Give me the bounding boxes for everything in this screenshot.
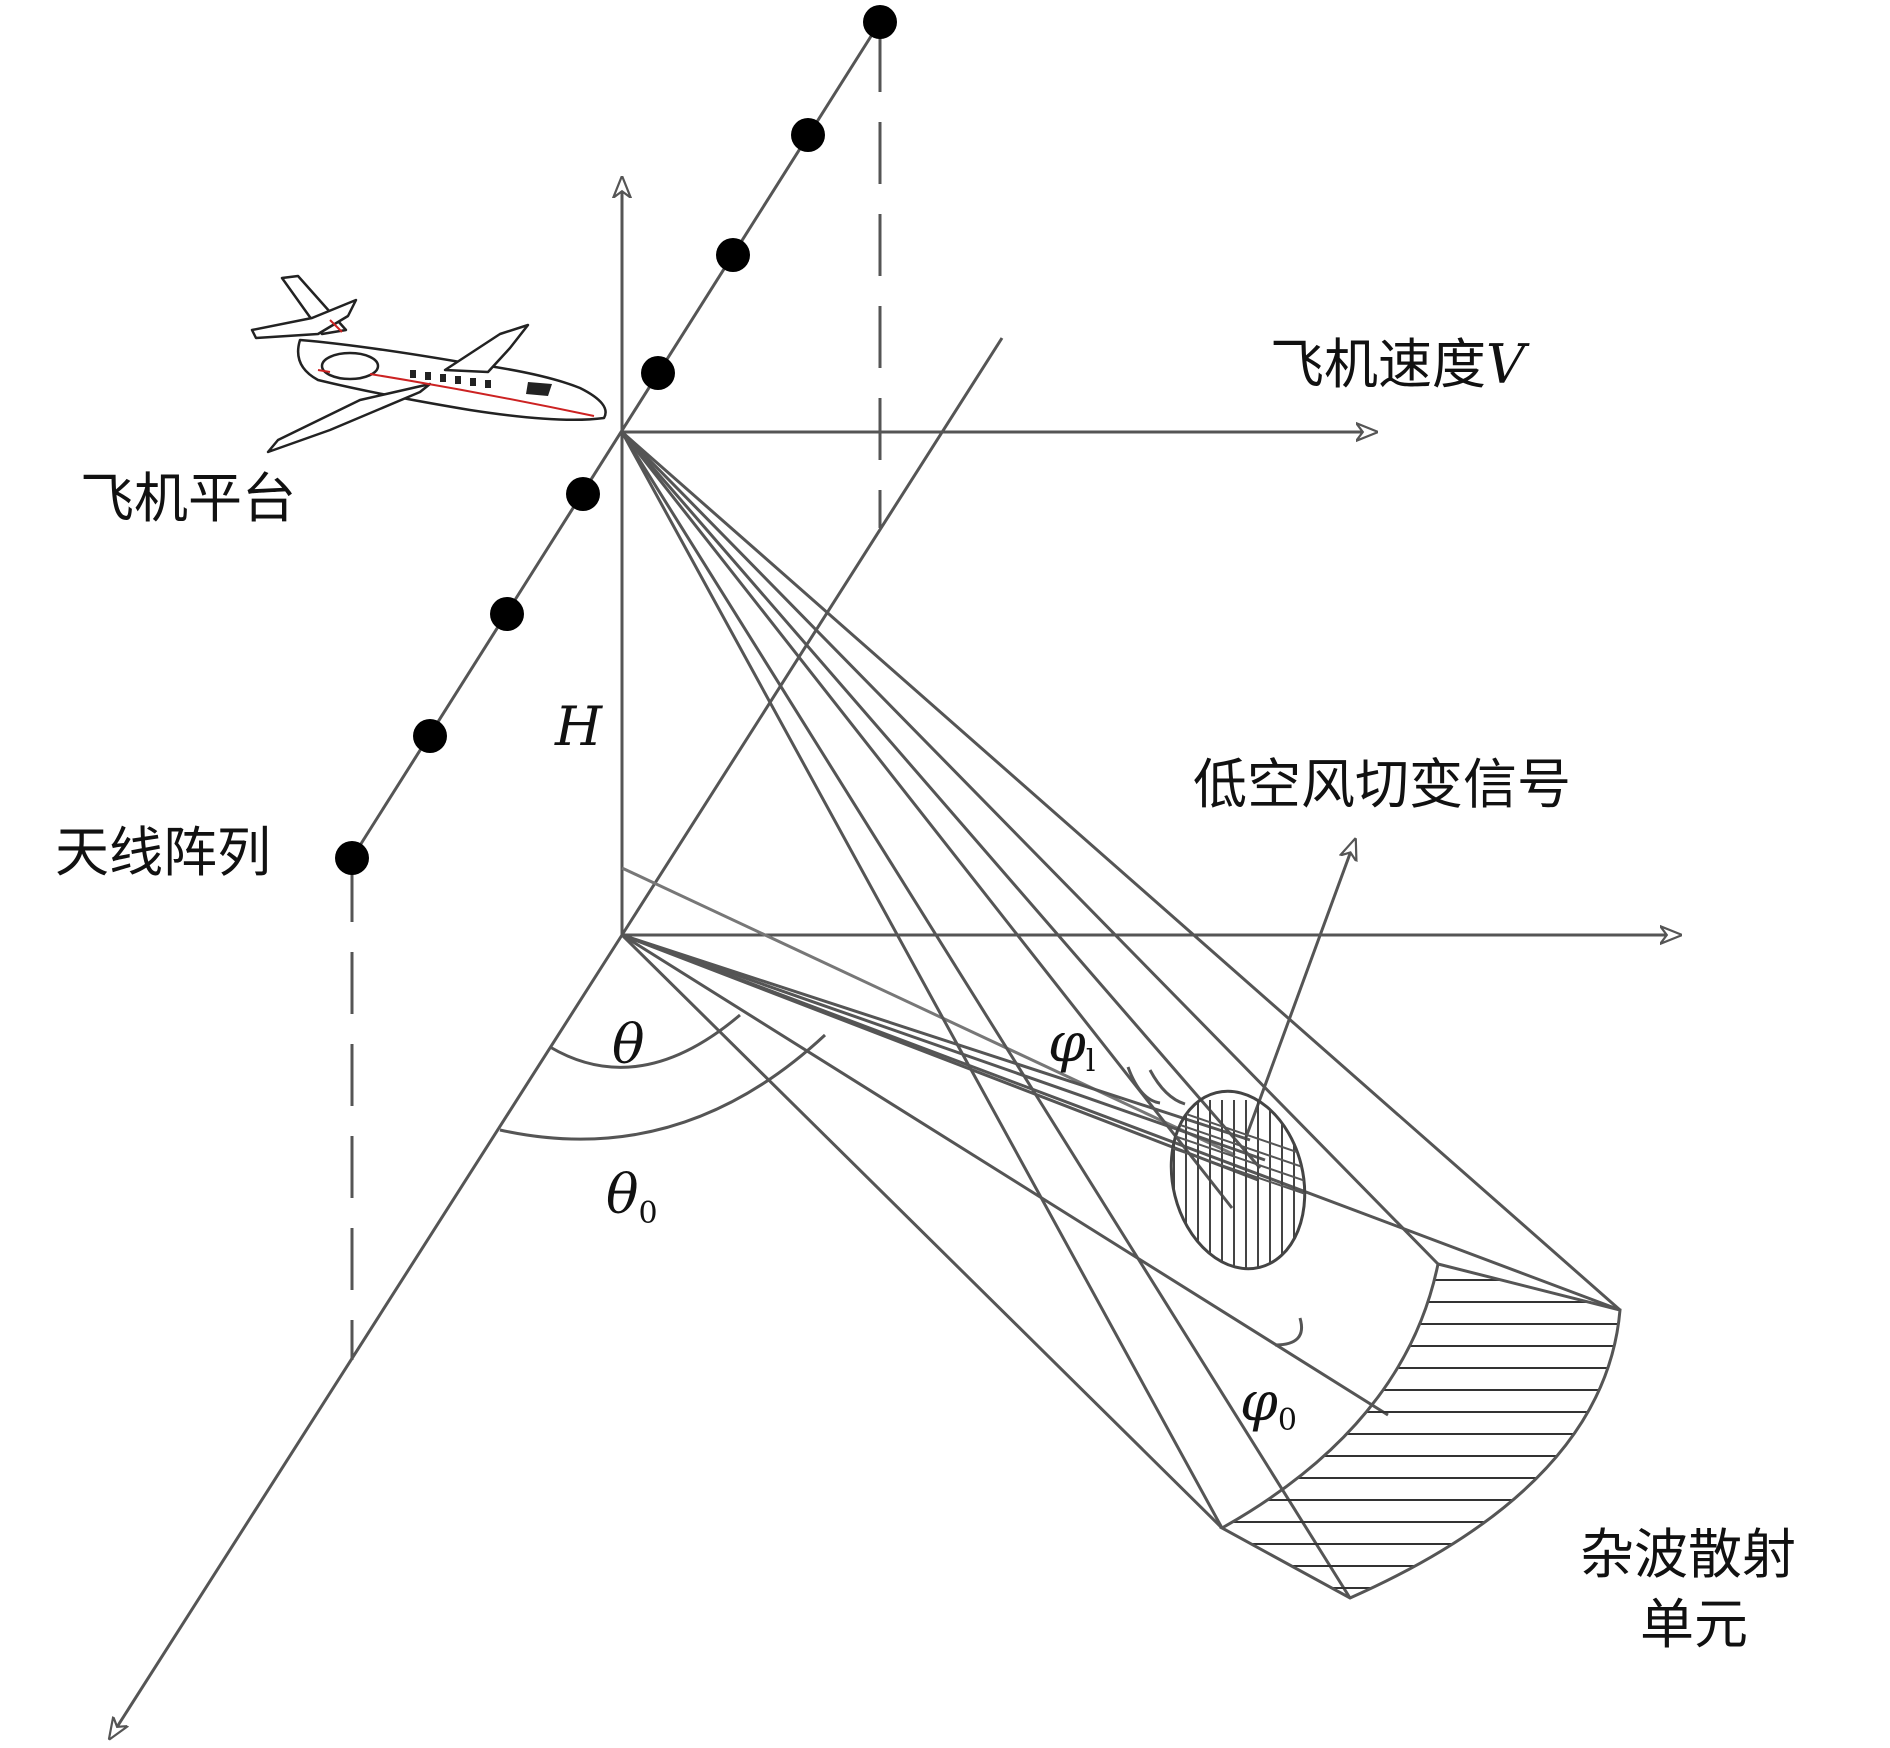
height-label: H xyxy=(555,695,603,758)
ground-ray xyxy=(621,933,1389,1417)
wind-shear-arrow xyxy=(1243,840,1355,1141)
antenna-element-icon xyxy=(490,597,524,631)
phi-l-arc xyxy=(1126,1066,1161,1105)
phi0-subscript: 0 xyxy=(1277,1403,1297,1438)
incidence-line xyxy=(621,866,1236,1157)
wind-shear-region xyxy=(1159,1089,1321,1280)
beam-ray xyxy=(620,430,1440,1266)
antenna-element-icon xyxy=(791,118,825,152)
ground-y-axis xyxy=(110,934,624,1738)
phi0-arc xyxy=(1274,1317,1303,1347)
ground-ray xyxy=(621,933,1266,1162)
antenna-element-icon xyxy=(413,719,447,753)
theta0-subscript: 0 xyxy=(638,1196,658,1231)
beam-ray xyxy=(620,431,1224,1529)
phi-l-subscript: l xyxy=(1085,1044,1096,1079)
ground-ray xyxy=(620,933,1224,1530)
ground-ray xyxy=(621,933,1251,1142)
ground-ray xyxy=(621,933,1259,1182)
antenna-array-label: 天线阵列 xyxy=(55,821,271,884)
antenna-element-icon xyxy=(335,841,369,875)
theta0-symbol: θ xyxy=(606,1163,639,1226)
aircraft-velocity-label: 飞机速度V xyxy=(1270,338,1525,392)
antenna-element-icon xyxy=(566,477,600,511)
antenna-elements xyxy=(335,5,897,875)
beam-ray xyxy=(620,431,1352,1599)
aircraft-platform-label: 飞机平台 xyxy=(80,467,296,530)
phi0-label: φ0 xyxy=(1240,1375,1297,1436)
wind-shear-signal-label: 低空风切变信号 xyxy=(1193,753,1571,816)
airplane-icon xyxy=(250,274,607,454)
beam-ray xyxy=(620,431,1234,1209)
antenna-array-line xyxy=(350,21,882,859)
clutter-cell-label-line1: 杂波散射 xyxy=(1580,1523,1796,1586)
phi-l-symbol: φ xyxy=(1048,1011,1086,1074)
aircraft-velocity-text: 飞机速度 xyxy=(1270,333,1486,396)
theta-arc xyxy=(549,1013,741,1069)
theta0-arc xyxy=(499,1033,827,1141)
phi-l-label: φl xyxy=(1048,1016,1095,1077)
phi-l-arc-outer xyxy=(1148,1069,1186,1106)
antenna-element-icon xyxy=(863,5,897,39)
velocity-symbol: V xyxy=(1486,333,1525,396)
theta0-label: θ0 xyxy=(606,1168,658,1229)
beam-ray xyxy=(621,430,1621,1312)
antenna-element-icon xyxy=(716,238,750,272)
ground-perspective-line xyxy=(620,337,1004,936)
theta-label: θ xyxy=(612,1013,645,1076)
beam-ray xyxy=(620,431,1262,1169)
antenna-element-icon xyxy=(641,356,675,390)
clutter-cell-label-line2: 单元 xyxy=(1640,1593,1748,1656)
phi0-symbol: φ xyxy=(1240,1370,1278,1433)
